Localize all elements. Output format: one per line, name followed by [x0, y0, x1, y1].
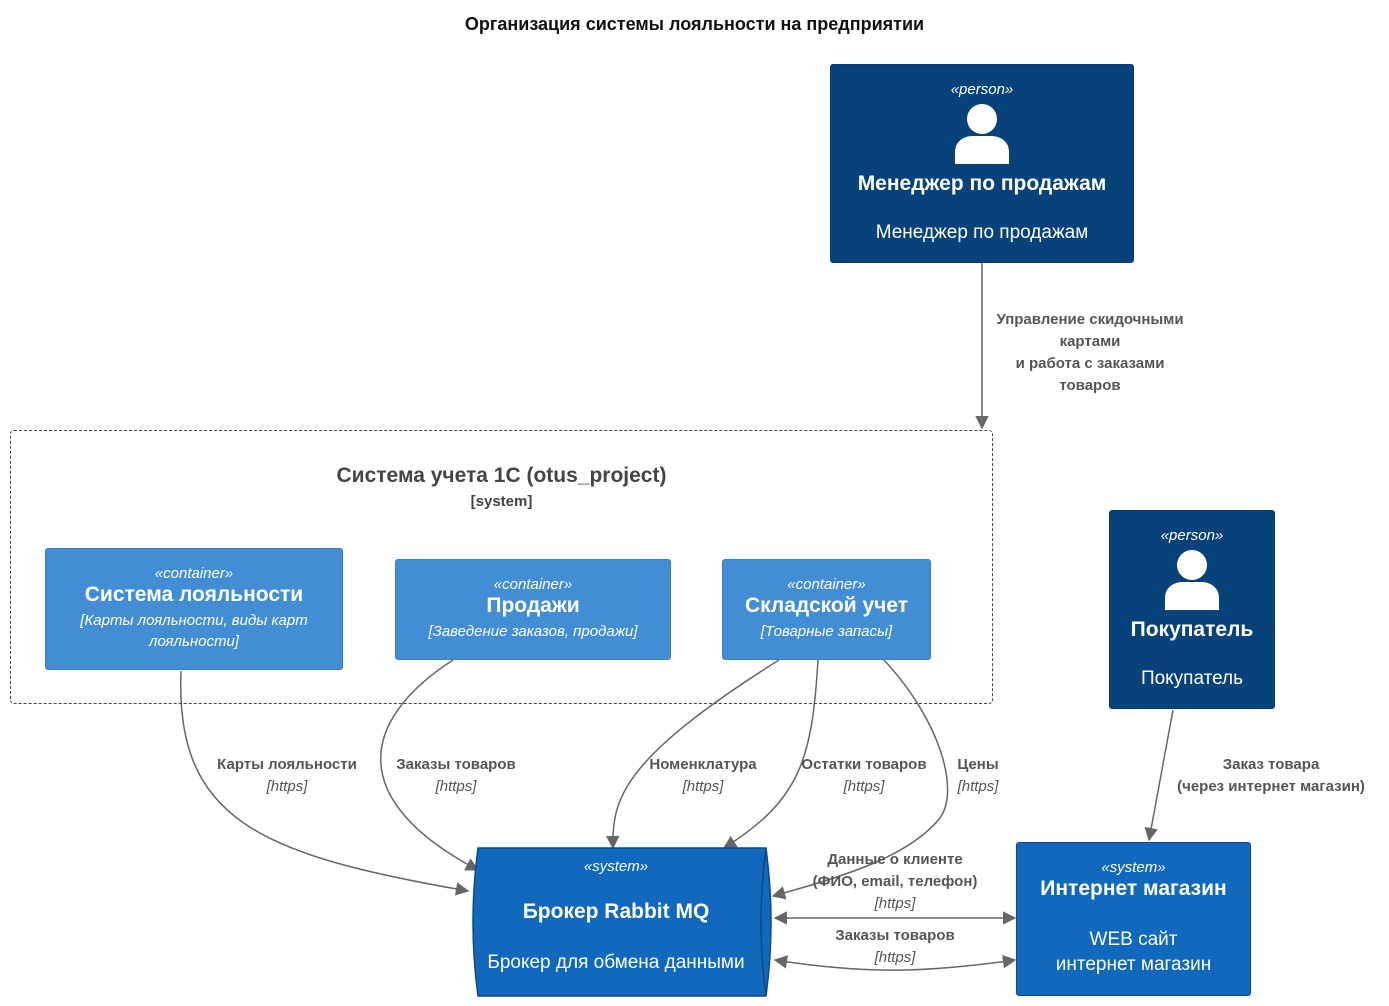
edge-label-tech: [https] — [957, 778, 999, 795]
system-boundary — [10, 430, 993, 704]
manager-stereotype: «person» — [950, 81, 1014, 98]
edge-nomenclature — [606, 659, 780, 850]
edge-label-line: картами — [1059, 333, 1121, 350]
broker-name: Брокер Rabbit MQ — [522, 900, 710, 923]
edge-label-text: Цены — [957, 756, 999, 773]
edge-label-tech: [https] — [843, 778, 885, 795]
diagram-title: Организация системы лояльности на предпр… — [464, 14, 925, 34]
edge-label-tech: [https] — [682, 778, 724, 795]
buyer-description: Покупатель — [1140, 668, 1244, 689]
boundary-type: [system] — [470, 493, 533, 510]
edge-orders — [380, 659, 480, 871]
edge-label-tech: [https] — [874, 895, 916, 912]
shop-description-line1: WEB сайт — [1089, 929, 1178, 950]
edge-label-shop-orders: Заказы товаров [https] — [805, 925, 985, 969]
manager-description: Менеджер по продажам — [875, 222, 1089, 243]
edge-label-client-data: Данные о клиенте (ФИО, email, телефон) [… — [790, 849, 1000, 915]
broker-shape — [472, 847, 772, 997]
edge-label-loyalty-cards: Карты лояльности [https] — [197, 754, 377, 798]
edge-stock — [722, 659, 819, 849]
loyalty-stereotype: «container» — [154, 565, 234, 582]
edge-buyer-order — [1144, 709, 1174, 842]
edge-label-line: (ФИО, email, телефон) — [812, 873, 978, 890]
edge-label-text: Карты лояльности — [217, 756, 357, 773]
edge-label-line: Данные о клиенте — [827, 851, 963, 868]
loyalty-tech-line2: лояльности] — [149, 633, 239, 650]
edge-label-text: Остатки товаров — [801, 756, 927, 773]
broker-description: Брокер для обмена данными — [487, 952, 745, 973]
edge-shop-orders — [773, 955, 1017, 971]
edge-label-line: и работа с заказами — [1015, 355, 1165, 372]
person-icon — [1165, 550, 1219, 610]
warehouse-stereotype: «container» — [787, 576, 866, 593]
loyalty-container-node[interactable]: «container» Система лояльности [Карты ло… — [45, 548, 343, 670]
edge-prices — [771, 659, 949, 900]
warehouse-container-node[interactable]: «container» Складской учет [Товарные зап… — [722, 559, 931, 660]
broker-stereotype: «system» — [583, 858, 649, 875]
edge-label-stock: Остатки товаров [https] — [784, 754, 944, 798]
edge-label-orders: Заказы товаров [https] — [376, 754, 536, 798]
edge-label-tech: [https] — [266, 778, 308, 795]
shop-description-line2: интернет магазин — [1055, 954, 1212, 975]
shop-name: Интернет магазин — [1040, 877, 1227, 900]
edge-label-text: Заказы товаров — [835, 927, 955, 944]
buyer-name: Покупатель — [1130, 618, 1254, 641]
edge-label-prices: Цены [https] — [948, 754, 1008, 798]
edge-label-text: Заказы товаров — [396, 756, 516, 773]
edge-label-line: товаров — [1059, 377, 1121, 394]
edge-label-line: Управление скидочными — [996, 311, 1184, 328]
sales-stereotype: «container» — [493, 576, 573, 593]
warehouse-name: Складской учет — [744, 594, 909, 617]
sales-tech: [Заведение заказов, продажи] — [428, 623, 638, 640]
loyalty-name: Система лояльности — [84, 583, 304, 606]
shop-stereotype: «system» — [1101, 859, 1166, 876]
edge-label-manager: Управление скидочными картами и работа с… — [970, 309, 1210, 397]
person-icon — [955, 104, 1009, 164]
edge-label-line: Заказ товара — [1222, 756, 1320, 773]
edge-label-tech: [https] — [874, 949, 916, 966]
manager-name: Менеджер по продажам — [857, 172, 1107, 195]
edge-label-text: Номенклатура — [649, 756, 757, 773]
sales-name: Продажи — [486, 594, 580, 617]
broker-system-node[interactable]: «system» Брокер Rabbit MQ Брокер для обм… — [466, 846, 766, 998]
edge-label-tech: [https] — [435, 778, 477, 795]
edge-label-nomenclature: Номенклатура [https] — [633, 754, 773, 798]
loyalty-tech-line1: [Карты лояльности, виды карт — [80, 612, 308, 629]
warehouse-tech: [Товарные запасы] — [760, 623, 893, 640]
boundary-title: Система учета 1С (otus_project) — [336, 464, 667, 487]
edge-loyalty-cards — [179, 670, 470, 896]
buyer-person-node[interactable]: «person» Покупатель Покупатель — [1109, 510, 1275, 709]
manager-person-node[interactable]: «person» Менеджер по продажам Менеджер п… — [830, 64, 1134, 263]
edge-label-line: (через интернет магазин) — [1177, 778, 1365, 795]
edge-label-buyer-order: Заказ товара (через интернет магазин) — [1160, 754, 1382, 798]
shop-system-node[interactable]: «system» Интернет магазин WEB сайт интер… — [1016, 842, 1251, 996]
buyer-stereotype: «person» — [1160, 527, 1224, 544]
sales-container-node[interactable]: «container» Продажи [Заведение заказов, … — [395, 559, 671, 660]
